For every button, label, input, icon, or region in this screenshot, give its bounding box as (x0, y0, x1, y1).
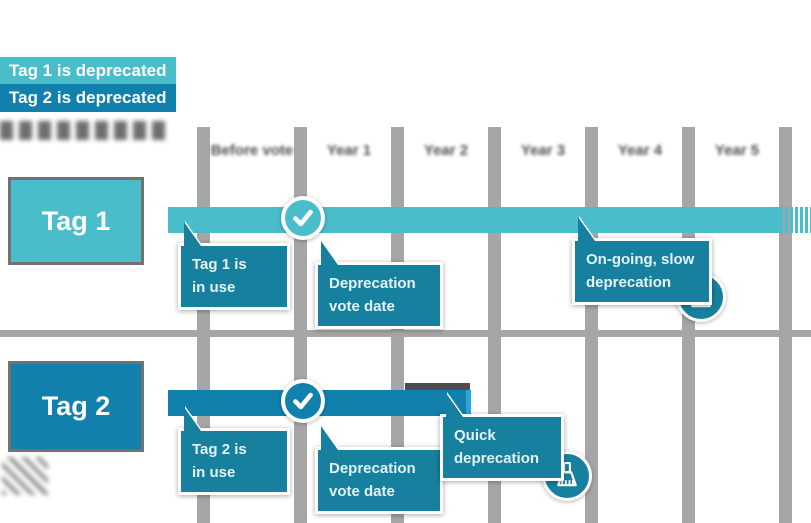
callout-slow-deprecation: On-going, slow deprecation (572, 217, 712, 305)
callout-line: vote date (329, 482, 395, 500)
checkmark-icon (293, 209, 313, 227)
callout-tail (578, 217, 595, 241)
illegible-caption (0, 121, 170, 140)
legend-tag2-deprecated: Tag 2 is deprecated (0, 84, 176, 112)
tag1-label: Tag 1 (41, 205, 111, 236)
callout-tag2-in-use: Tag 2 is in use (178, 407, 290, 495)
callout-tail (321, 426, 338, 450)
callout-tail (321, 241, 338, 265)
column-header: Year 3 (520, 142, 566, 159)
callout-line: Deprecation (329, 275, 416, 292)
grid-column-bar (779, 127, 792, 523)
callout-tail (184, 222, 201, 246)
grid-column-bar (294, 127, 307, 523)
tag1-timeline-bar (168, 207, 780, 233)
tag1-label-box: Tag 1 (8, 177, 144, 265)
callout-tag1-vote-date: Deprecation vote date (315, 241, 443, 329)
callout-line: vote date (329, 297, 395, 315)
checkmark-icon (293, 392, 313, 410)
callout-tail (446, 393, 463, 417)
callout-tail (184, 407, 201, 431)
callout-line: On-going, slow (586, 251, 695, 268)
tag2-label-box: Tag 2 (8, 361, 144, 452)
row-divider-line (0, 330, 811, 337)
legend-tag1-deprecated: Tag 1 is deprecated (0, 57, 176, 84)
callout-line: Deprecation (329, 460, 416, 477)
column-header: Year 5 (714, 142, 760, 159)
callout-tag2-vote-date: Deprecation vote date (315, 426, 443, 514)
tag2-vote-check-badge (281, 379, 325, 423)
callout-line: Tag 1 is (192, 256, 247, 273)
column-header: Year 4 (617, 142, 663, 159)
callout-line: in use (192, 278, 236, 296)
tag1-vote-check-badge (281, 196, 325, 240)
tag2-label: Tag 2 (41, 391, 111, 421)
tag1-bar-fadeout (780, 207, 811, 233)
column-header: Year 1 (326, 142, 372, 159)
callout-line: in use (192, 463, 236, 481)
illegible-signature (2, 457, 48, 495)
callout-tag1-in-use: Tag 1 is in use (178, 222, 290, 310)
callout-line: deprecation (586, 273, 672, 291)
callout-line: Tag 2 is (192, 441, 247, 458)
tag2-bar-top-strip (405, 383, 470, 390)
tag2-bar-endcap (466, 390, 471, 416)
grid-column-bar (682, 127, 695, 523)
column-header: Before vote (210, 142, 294, 159)
callout-quick-deprecation: Quick deprecation (440, 393, 564, 481)
callout-line: Quick (454, 427, 496, 444)
column-header: Year 2 (423, 142, 469, 159)
callout-line: deprecation (454, 449, 540, 467)
